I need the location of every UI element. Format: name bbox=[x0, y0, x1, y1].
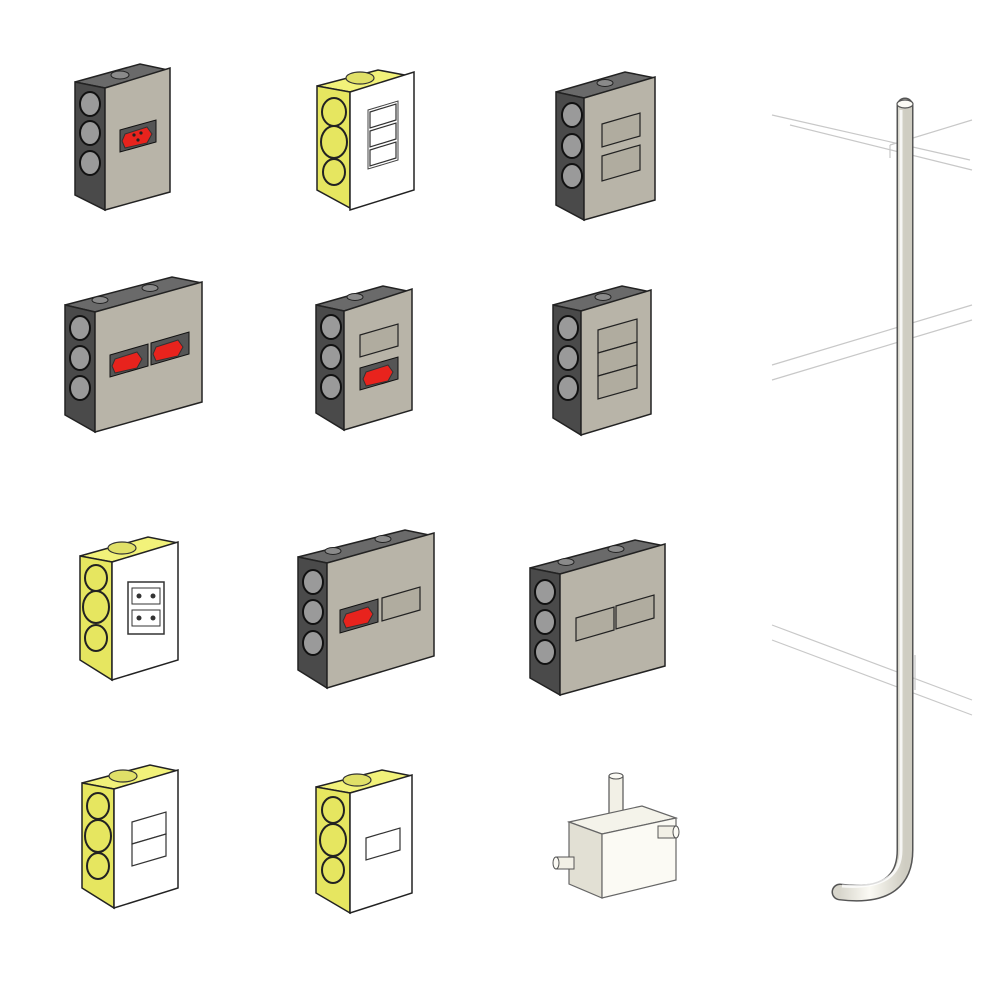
white-triple-switch-box[interactable] bbox=[316, 69, 415, 212]
socket-icon bbox=[121, 126, 153, 149]
vertical-conduit[interactable] bbox=[831, 97, 914, 902]
cover-plate bbox=[583, 75, 656, 221]
gray-single-outlet-box[interactable] bbox=[74, 63, 171, 212]
socket-icon bbox=[131, 609, 161, 627]
switch-key bbox=[597, 364, 638, 400]
switch-key bbox=[369, 122, 397, 148]
white-double-outlet-box[interactable] bbox=[79, 536, 179, 682]
socket-icon bbox=[152, 339, 184, 362]
switch-key bbox=[369, 141, 397, 167]
switch-key bbox=[575, 606, 615, 642]
switch-key bbox=[601, 112, 641, 148]
gray-4x4-outlet-switch-box[interactable] bbox=[297, 529, 435, 690]
white-single-switch-box[interactable] bbox=[315, 769, 413, 915]
switch-key bbox=[601, 144, 641, 182]
socket-icon bbox=[111, 351, 143, 374]
gray-4x4-double-switch-box[interactable] bbox=[529, 539, 666, 697]
switch-key bbox=[615, 594, 655, 630]
reference-guide-lines bbox=[771, 114, 973, 716]
gray-double-switch-box[interactable] bbox=[555, 71, 656, 222]
gray-4x4-double-outlet-box[interactable] bbox=[64, 276, 203, 434]
switch-key bbox=[131, 833, 167, 867]
switch-key bbox=[365, 827, 401, 861]
switch-key bbox=[369, 103, 397, 129]
socket-icon bbox=[131, 587, 161, 605]
gray-triple-switch-box[interactable] bbox=[552, 285, 652, 437]
gray-switch-outlet-box[interactable] bbox=[315, 285, 413, 432]
switch-key bbox=[359, 323, 399, 358]
white-double-switch-box[interactable] bbox=[81, 764, 179, 910]
junction-box[interactable] bbox=[552, 772, 680, 899]
socket-icon bbox=[362, 364, 394, 387]
cover-plate bbox=[326, 532, 435, 690]
switch-key bbox=[381, 586, 421, 622]
cover-plate bbox=[343, 287, 413, 432]
socket-icon bbox=[342, 606, 374, 629]
